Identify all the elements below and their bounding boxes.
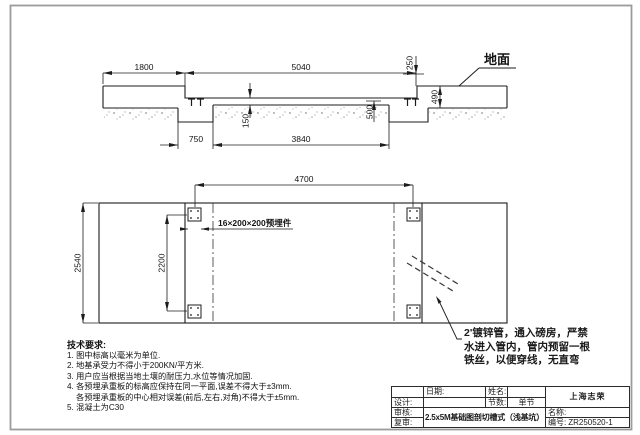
tech-note-line: 4. 各预埋承重板的标高应保持在同一平面,误差不得大于±3mm. [67, 382, 292, 392]
embed-plate-bolts [190, 210, 418, 316]
sheet-border [9, 4, 633, 431]
dim-1800: 1800 [135, 62, 154, 72]
tb-number-value: ZR250520-1 [568, 418, 613, 427]
plan-dim-arrows [81, 183, 413, 323]
conduit-note-line: 铁丝，以便穿线，无直弯 [464, 354, 580, 366]
tb-cell-empty [424, 398, 486, 408]
tb-drawing-title: 2.5x5M基础图剖切槽式（浅基坑） [424, 408, 546, 427]
dim-2200: 2200 [156, 253, 166, 272]
tb-recheck-label: 复审: [392, 418, 424, 427]
tb-date-label: 日期: [424, 387, 486, 398]
dim-150: 150 [240, 114, 250, 128]
tb-sections-label: 节数: [486, 398, 508, 408]
conduit-note: 2'镀锌管，通入磅房，严禁 水进入管内，管内预留一根 铁丝，以便穿线，无直弯 [464, 327, 590, 368]
plan-centerlines [212, 203, 395, 323]
ground-leader [458, 67, 516, 87]
tech-note-line: 1. 图中标高以毫米为单位. [67, 351, 161, 360]
dim-4700: 4700 [295, 174, 314, 184]
conduit-pipe [406, 255, 459, 292]
dim-490: 490 [429, 90, 439, 104]
tb-item-name-label: 名称: [546, 408, 629, 418]
tb-sections-value: 单节 [508, 398, 546, 408]
dim-500: 500 [364, 105, 374, 119]
tb-number: 编号: ZR250520-1 [546, 418, 629, 427]
section-dim-arrows [103, 65, 442, 147]
tb-cell-empty [508, 387, 546, 398]
tech-note-line: 2. 地基承受力不得小于200KN/平方米. [67, 361, 204, 371]
embed-plate-label: 16×200×200预埋件 [218, 218, 292, 228]
conduit-leader [436, 296, 462, 340]
dim-2540: 2540 [72, 253, 82, 272]
dim-3840: 3840 [292, 134, 311, 144]
tb-design-label: 设计: [392, 398, 424, 408]
conduit-note-line: 2'镀锌管，通入磅房，严禁 [464, 327, 588, 339]
anchor-bolts-section [188, 98, 419, 106]
embed-plates [187, 207, 421, 319]
dim-5040: 5040 [292, 62, 311, 72]
tb-name-label: 姓名: [486, 387, 508, 398]
dim-750: 750 [189, 134, 203, 144]
section-soil-hatch [104, 107, 506, 120]
plan-dim-lines [82, 184, 414, 324]
dim-250: 250 [404, 56, 414, 70]
tech-requirements: 技术要求: 1. 图中标高以毫米为单位. 2. 地基承受力不得小于200KN/平… [67, 340, 299, 413]
tech-note-line: 各预埋承重板的中心相对误差(前后,左右,对角)不得大于±5mm. [76, 392, 300, 402]
tech-requirements-title: 技术要求: [67, 340, 106, 350]
tb-check-label: 审核: [392, 408, 424, 418]
tb-cell-empty [392, 387, 424, 398]
tech-note-line: 3. 用户应当根据当地土壤的耐压力,水位等情况加固. [67, 371, 253, 381]
section-outline [102, 85, 508, 123]
ground-label: 地面 [484, 52, 510, 67]
tech-note-line: 5. 混凝土为C30 [67, 403, 124, 413]
title-block: 日期: 姓名: 上海志荣 设计: 节数: 单节 审核: 2.5x5M基础图剖切槽… [391, 386, 630, 428]
tb-company: 上海志荣 [546, 387, 629, 408]
plan-outline [98, 202, 508, 324]
tb-number-label: 编号: [548, 418, 567, 427]
conduit-note-line: 水进入管内，管内预留一根 [464, 340, 590, 353]
